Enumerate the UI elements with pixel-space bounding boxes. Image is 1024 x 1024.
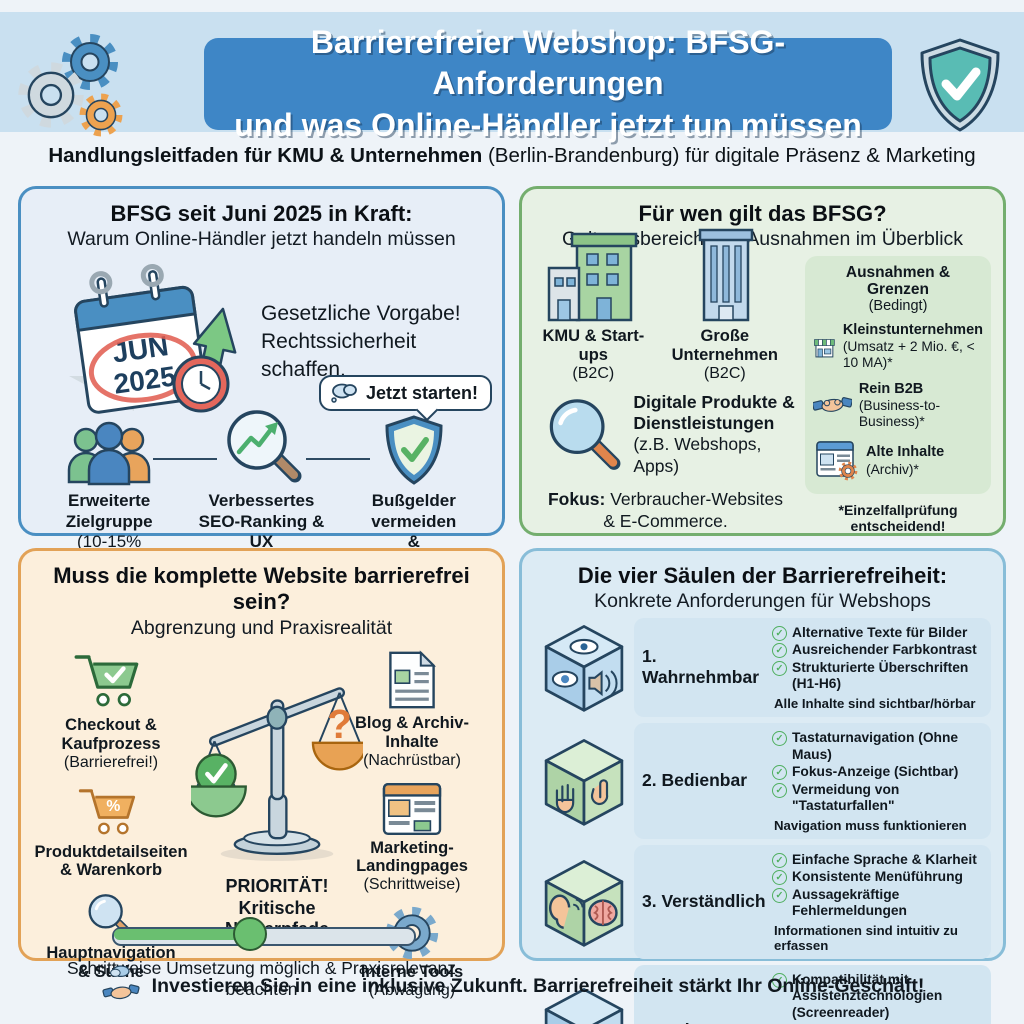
panel-pillars-title: Die vier Säulen der Barrierefreiheit: xyxy=(577,563,948,588)
connector-line xyxy=(305,457,370,461)
calendar-jun-2025-icon: JUN 2025 xyxy=(69,263,237,414)
check-icon: ✓ xyxy=(772,972,787,988)
perceivable-cube-icon xyxy=(544,625,624,713)
operable-cube-icon xyxy=(544,738,624,826)
check-icon: ✓ xyxy=(772,852,787,868)
panel-scope-title: Für wen gilt das BFSG? xyxy=(638,201,887,226)
pillar-bedienbar: 2. Bedienbar ✓Tastaturnavigation (Ohne M… xyxy=(534,722,991,839)
panel-pillars: Die vier Säulen der Barrierefreiheit: Ko… xyxy=(519,548,1006,1024)
corporate-building-icon xyxy=(698,229,754,322)
people-group-icon xyxy=(67,421,151,486)
exceptions-box: Ausnahmen & Grenzen (Bedingt) xyxy=(805,255,991,494)
svg-text:?: ? xyxy=(327,701,352,747)
pillar-wahrnehmbar: 1. Wahrnehmbar ✓Alternative Texte für Bi… xyxy=(534,617,991,717)
item-produktdetails: % Produktdetailseiten& Warenkorb xyxy=(34,783,188,881)
exceptions-title: Ausnahmen & Grenzen xyxy=(845,263,951,298)
panel-deadline: BFSG seit Juni 2025 in Kraft: Warum Onli… xyxy=(18,186,505,572)
panel-practice-subtitle: Abgrenzung und Praxisrealität xyxy=(130,616,393,639)
connector-line xyxy=(153,457,218,461)
slider-fill xyxy=(113,929,246,941)
panel-practice-title: Muss die komplette Website barrierefrei … xyxy=(53,563,470,615)
page-subtitle: Handlungsleitfaden für KMU & Unternehmen… xyxy=(0,144,1024,168)
robust-cube-icon xyxy=(544,988,624,1024)
footer-cta: Investieren Sie in eine inklusive Zukunf… xyxy=(0,964,1024,1008)
footer-text: Investieren Sie in eine inklusive Zukunf… xyxy=(151,974,925,997)
thought-cloud-icon xyxy=(331,383,357,403)
item-landingpages: Marketing-Landingpages(Schrittweise) xyxy=(356,781,468,895)
shield-check-icon xyxy=(920,38,1000,132)
check-icon: ✓ xyxy=(772,660,787,676)
implementation-slider xyxy=(111,917,416,952)
jetzt-starten-label: Jetzt starten! xyxy=(365,382,478,403)
item-interne-tools: Interne Tools(Abwägung) xyxy=(361,905,463,1000)
pillar-robust: 4. Robust ✓Kompatibilität mit Assistenzt… xyxy=(534,964,991,1024)
scope-main: KMU & Start-ups(B2C) Große Unternehmen(B… xyxy=(534,229,797,531)
slider-caption: Schrittweise Umsetzung möglich & Praxisr… xyxy=(66,958,457,1000)
panel-deadline-title: BFSG seit Juni 2025 in Kraft: xyxy=(110,201,413,226)
exception-b2b: Rein B2B(Business-to-Business)* xyxy=(813,381,983,431)
jetzt-starten-bubble: Jetzt starten! xyxy=(318,375,492,411)
exception-kleinstunternehmen: Kleinstunternehmen(Umsatz + 2 Mio. €, < … xyxy=(813,322,983,372)
shield-check-icon xyxy=(385,415,443,485)
header-band: Barrierefreier Webshop: BFSG-Anforderung… xyxy=(0,12,1024,143)
benefit-caption: Verbessertes SEO-Ranking & UX xyxy=(198,490,325,552)
pillar-verstaendlich: 3. Verständlich ✓Einfache Sprache & Klar… xyxy=(534,844,991,959)
page-title-line1: Barrierefreier Webshop: BFSG-Anforderung… xyxy=(310,23,786,102)
panel-deadline-subtitle: Warum Online-Händler jetzt handeln müsse… xyxy=(67,228,456,251)
company-kmu: KMU & Start-ups(B2C) xyxy=(534,228,653,383)
focus-note: Fokus: Verbraucher-Websites & E-Commerce… xyxy=(547,489,784,532)
check-icon: ✓ xyxy=(772,765,787,781)
magnifier-icon xyxy=(549,399,621,471)
webpage-gear-icon xyxy=(816,441,859,483)
check-icon: ✓ xyxy=(772,782,787,798)
subtitle-rest: (Berlin-Brandenburg) für digitale Präsen… xyxy=(482,144,976,167)
cart-check-icon xyxy=(74,655,139,707)
seo-magnifier-icon xyxy=(227,410,302,483)
check-icon: ✓ xyxy=(772,887,787,903)
item-checkout: Checkout &Kaufprozess(Barrierefrei!) xyxy=(61,648,161,772)
gears-icon xyxy=(16,32,146,140)
storefront-icon xyxy=(814,338,835,358)
check-icon: ✓ xyxy=(772,643,787,659)
subtitle-bold: Handlungsleitfaden für KMU & Unternehmen xyxy=(48,144,483,167)
document-icon xyxy=(389,650,437,709)
page-title: Barrierefreier Webshop: BFSG-Anforderung… xyxy=(204,24,892,143)
item-blog: Blog & Archiv-Inhalte(Nachrüstbar) xyxy=(336,648,488,770)
webpage-icon xyxy=(382,782,442,835)
kmu-building-icon xyxy=(548,233,638,322)
company-corporate: Große Unternehmen(B2C) xyxy=(653,228,797,383)
exceptions-subtitle: (Bedingt) xyxy=(868,297,928,314)
panel-practice: Muss die komplette Website barrierefrei … xyxy=(18,548,505,999)
balance-scale-icon: ? xyxy=(191,687,363,862)
deadline-note-line1: Gesetzliche Vorgabe! xyxy=(261,301,461,325)
check-icon: ✓ xyxy=(772,730,787,746)
deadline-note: Gesetzliche Vorgabe! Rechtssicherheit sc… xyxy=(261,300,490,385)
handshake-cloud-icon xyxy=(102,965,140,1000)
handshake-icon xyxy=(813,397,852,413)
panel-pillars-subtitle: Konkrete Anforderungen für Webshops xyxy=(594,590,931,613)
cart-icon: % xyxy=(78,788,136,834)
benefit-seo: Verbessertes SEO-Ranking & UX xyxy=(185,410,337,574)
panel-scope: Für wen gilt das BFSG? Geltungsbereich u… xyxy=(519,186,1006,536)
check-icon: ✓ xyxy=(772,625,787,641)
digital-products: Digitale Produkte &Dienstleistungen (z.B… xyxy=(544,392,797,477)
svg-text:%: % xyxy=(106,798,120,815)
panel-scope-subtitle: Geltungsbereich und Ausnahmen im Überbli… xyxy=(561,228,964,251)
understandable-cube-icon xyxy=(544,859,624,947)
slider-knob xyxy=(232,917,267,952)
exceptions-footnote: *Einzelfallprüfung entscheidend! xyxy=(838,501,958,534)
page-title-line2: und was Online-Händler jetzt tun müssen xyxy=(234,106,862,143)
check-icon: ✓ xyxy=(772,870,787,886)
exception-alte-inhalte: Alte Inhalte(Archiv)* xyxy=(813,439,983,483)
